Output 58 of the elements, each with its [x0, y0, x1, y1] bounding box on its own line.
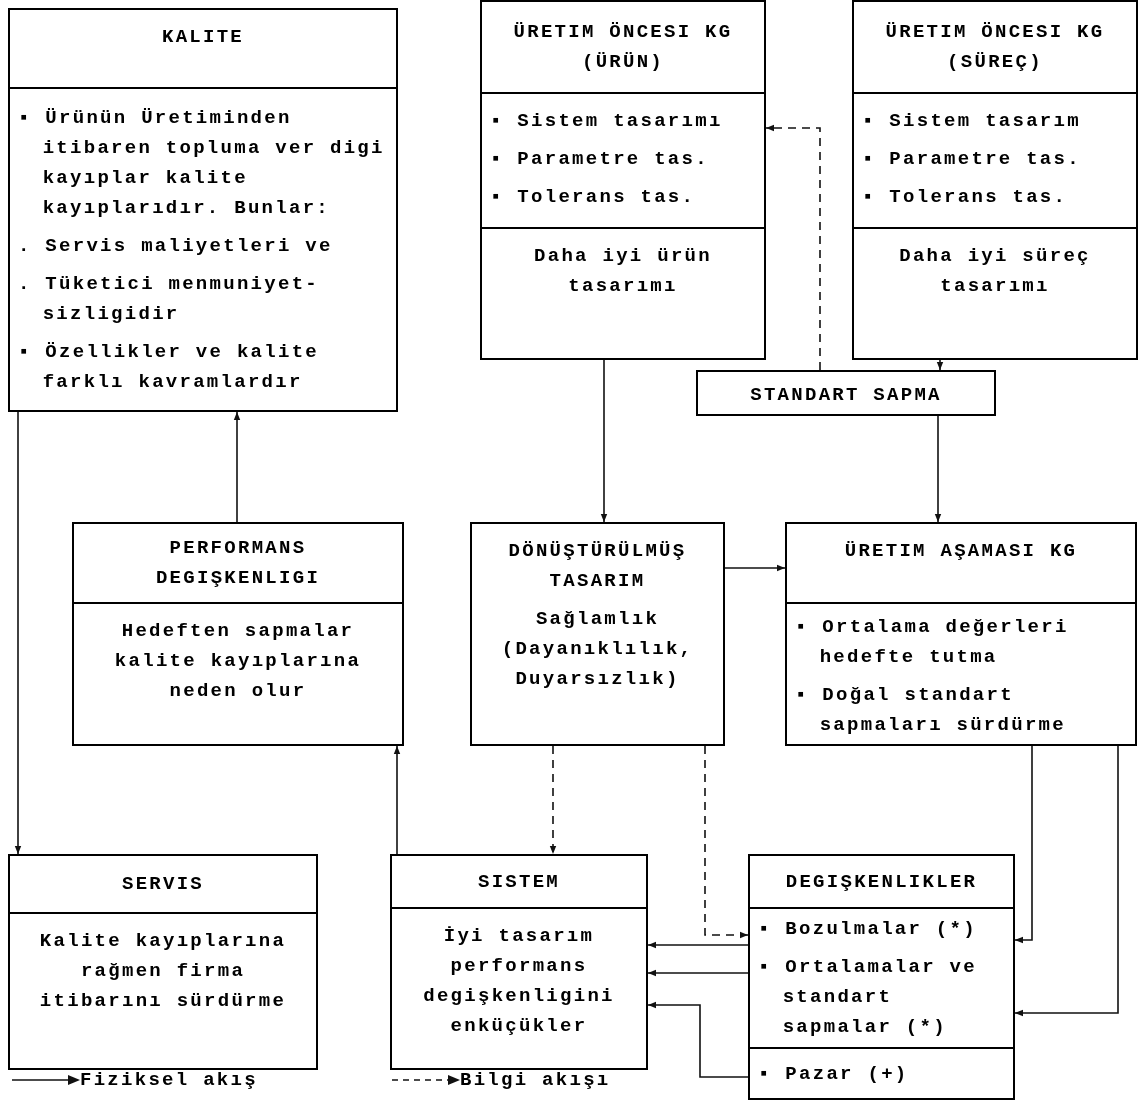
box-text: İyi tasarım performans degişkenligini enküçükler — [422, 924, 616, 1039]
box-text: . Servis maliyetleri ve — [18, 233, 334, 259]
box-heading: KALITE — [160, 25, 246, 50]
box-text: ▪ Bozulmalar (*) — [758, 917, 978, 942]
box-text: ▪ Parametre tas. — [490, 147, 710, 172]
box-text: ▪ Özellikler ve kalite farklı kavramlardır — [18, 339, 320, 395]
box-text: Daha iyi süreç tasarımı — [898, 244, 1092, 299]
box-text: ▪ Ortalamalar ve standart sapmalar (*) — [758, 955, 978, 1040]
process-box — [8, 8, 398, 412]
box-text: Daha iyi ürün tasarımı — [533, 244, 713, 299]
arrow — [14, 411, 22, 855]
process-box — [852, 0, 1138, 360]
process-box — [696, 370, 996, 416]
arrow — [1014, 745, 1119, 1017]
box-text: ▪ Tolerans tas. — [490, 185, 697, 210]
process-box — [72, 522, 404, 746]
box-heading: SISTEM — [476, 869, 562, 895]
box-text: ▪ Ürünün Üretiminden itibaren topluma ver digi kayıplar kalite kayıplarıdır. Bunlar: — [18, 105, 386, 221]
arrow — [647, 969, 749, 977]
arrow — [549, 745, 557, 855]
box-text: Kalite kayıplarına rağmen firma itibarını sürdürme — [38, 929, 288, 1014]
box-heading: ÜRETIM ÖNCESI KG (ÜRÜN) — [512, 20, 734, 75]
box-text: ▪ Parametre tas. — [862, 147, 1082, 172]
process-box — [8, 854, 318, 1070]
box-heading: SERVIS — [120, 872, 206, 897]
process-box — [390, 854, 648, 1070]
arrow — [647, 941, 749, 949]
box-text: ▪ Doğal standart sapmaları sürdürme — [795, 683, 1067, 738]
box-heading: ÜRETIM ÖNCESI KG (SÜREÇ) — [884, 20, 1106, 75]
box-heading: ÜRETIM AŞAMASI KG — [843, 539, 1079, 564]
box-text: ▪ Sistem tasarım — [862, 109, 1082, 134]
process-box — [470, 522, 725, 746]
arrow — [704, 745, 749, 939]
box-text: Sağlamlık (Dayanıklılık, Duyarsızlık) — [500, 607, 695, 692]
legend-text: Fiziksel akış — [80, 1068, 258, 1093]
arrow — [724, 564, 786, 572]
process-box — [748, 854, 1015, 1100]
process-box — [480, 0, 766, 360]
arrow — [765, 124, 821, 371]
box-heading: PERFORMANS DEGIŞKENLIGI — [154, 536, 322, 591]
box-heading: STANDART SAPMA — [749, 383, 943, 408]
box-text: Hedeften sapmalar kalite kayıplarına neden olur — [113, 619, 363, 704]
box-heading: DEGIŞKENLIKLER — [784, 869, 979, 895]
arrow — [934, 415, 942, 523]
process-box — [785, 522, 1137, 746]
arrow — [233, 411, 241, 523]
arrow — [1014, 745, 1033, 944]
arrow — [647, 1001, 749, 1078]
box-text: . Tüketici menmuniyet- sizligidir — [18, 271, 320, 327]
box-text: ▪ Sistem tasarımı — [490, 109, 724, 134]
box-text: ▪ Tolerans tas. — [862, 185, 1069, 210]
arrow — [393, 745, 401, 855]
legend-text: Bilgi akışı — [460, 1068, 611, 1093]
arrow — [600, 359, 608, 523]
arrow — [936, 359, 944, 371]
box-text: ▪ Pazar (+) — [758, 1061, 910, 1087]
box-text: DÖNÜŞTÜRÜLMÜŞ TASARIM — [507, 539, 688, 594]
box-text: ▪ Ortalama değerleri hedefte tutma — [795, 615, 1070, 670]
